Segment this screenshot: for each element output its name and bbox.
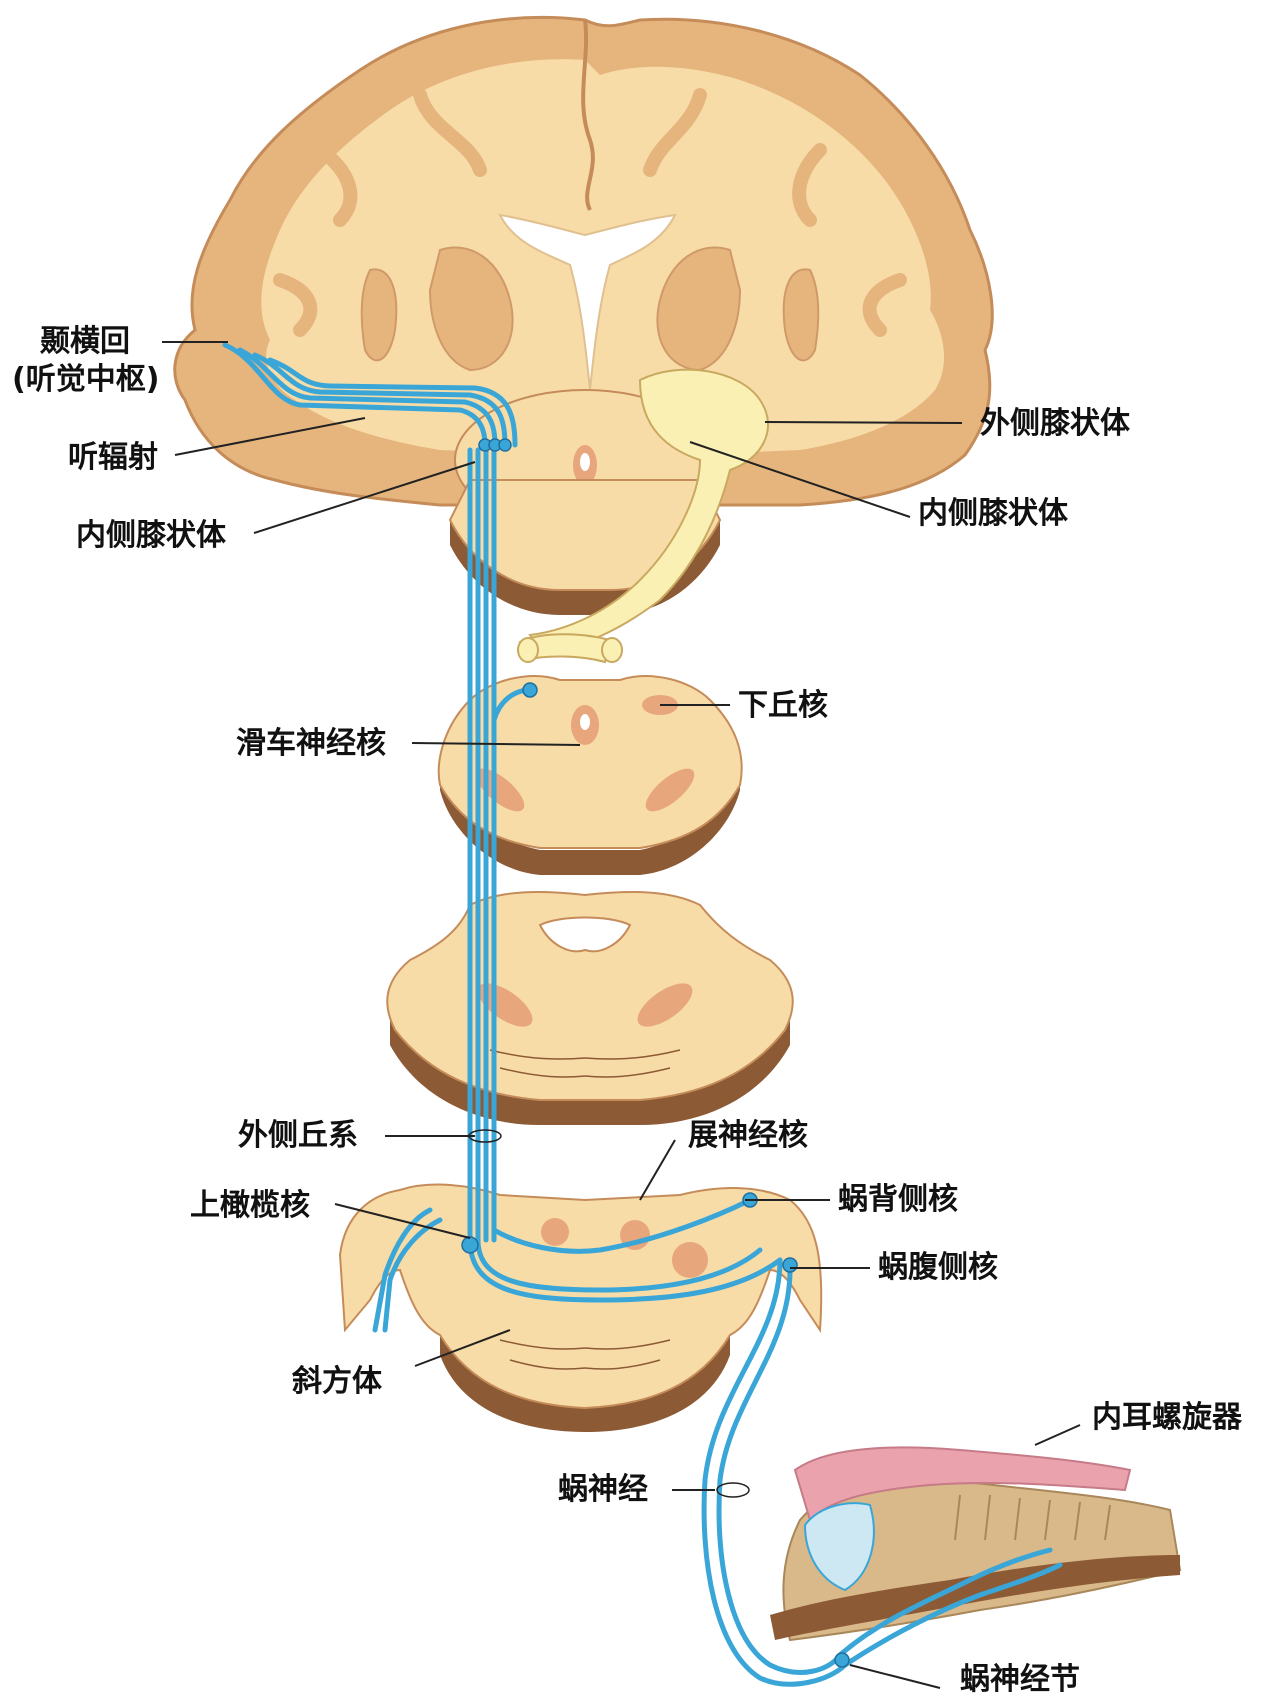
cerebrum-section [173,15,994,544]
label-dorsal-cochlear-nucleus: 蜗背侧核 [838,1182,958,1217]
label-acoustic-radiation: 听辐射 [68,440,158,475]
label-inferior-colliculus-nucleus: 下丘核 [738,688,828,723]
leader-lines [162,341,1081,1689]
pons-section [386,891,794,1125]
tectorial-membrane [793,1446,1132,1522]
label-medial-geniculate-left: 内侧膝状体 [76,518,226,553]
cortical-folds [273,88,907,337]
label-abducens-nucleus: 展神经核 [688,1118,808,1153]
inferior-colliculus-section [437,675,743,875]
label-medial-geniculate-right: 内侧膝状体 [918,496,1068,531]
optic-pathway [517,368,770,664]
label-lateral-geniculate: 外侧膝状体 [980,406,1130,441]
fourth-ventricle [538,916,632,953]
label-superior-olivary-nucleus: 上橄榄核 [190,1188,310,1223]
label-cochlear-nerve: 蜗神经 [558,1472,648,1507]
label-lateral-lemniscus: 外侧丘系 [238,1118,358,1153]
label-trapezoid-body: 斜方体 [292,1364,382,1399]
label-spiral-organ: 内耳螺旋器 [1092,1400,1242,1435]
label-trochlear-nucleus: 滑车神经核 [236,726,386,761]
auditory-fibers [222,342,1063,1687]
label-auditory-center: (听觉中枢) [12,362,160,397]
label-ventral-cochlear-nucleus: 蜗腹侧核 [878,1250,998,1285]
basal-ganglia [360,246,820,372]
medulla-section [338,1183,823,1432]
label-spiral-ganglion: 蜗神经节 [960,1662,1080,1697]
cochlea [770,1446,1182,1642]
longitudinal-fissure [581,19,595,211]
lateral-ventricle [498,213,677,391]
label-transverse-temporal-gyrus: 颞横回 [40,324,130,359]
